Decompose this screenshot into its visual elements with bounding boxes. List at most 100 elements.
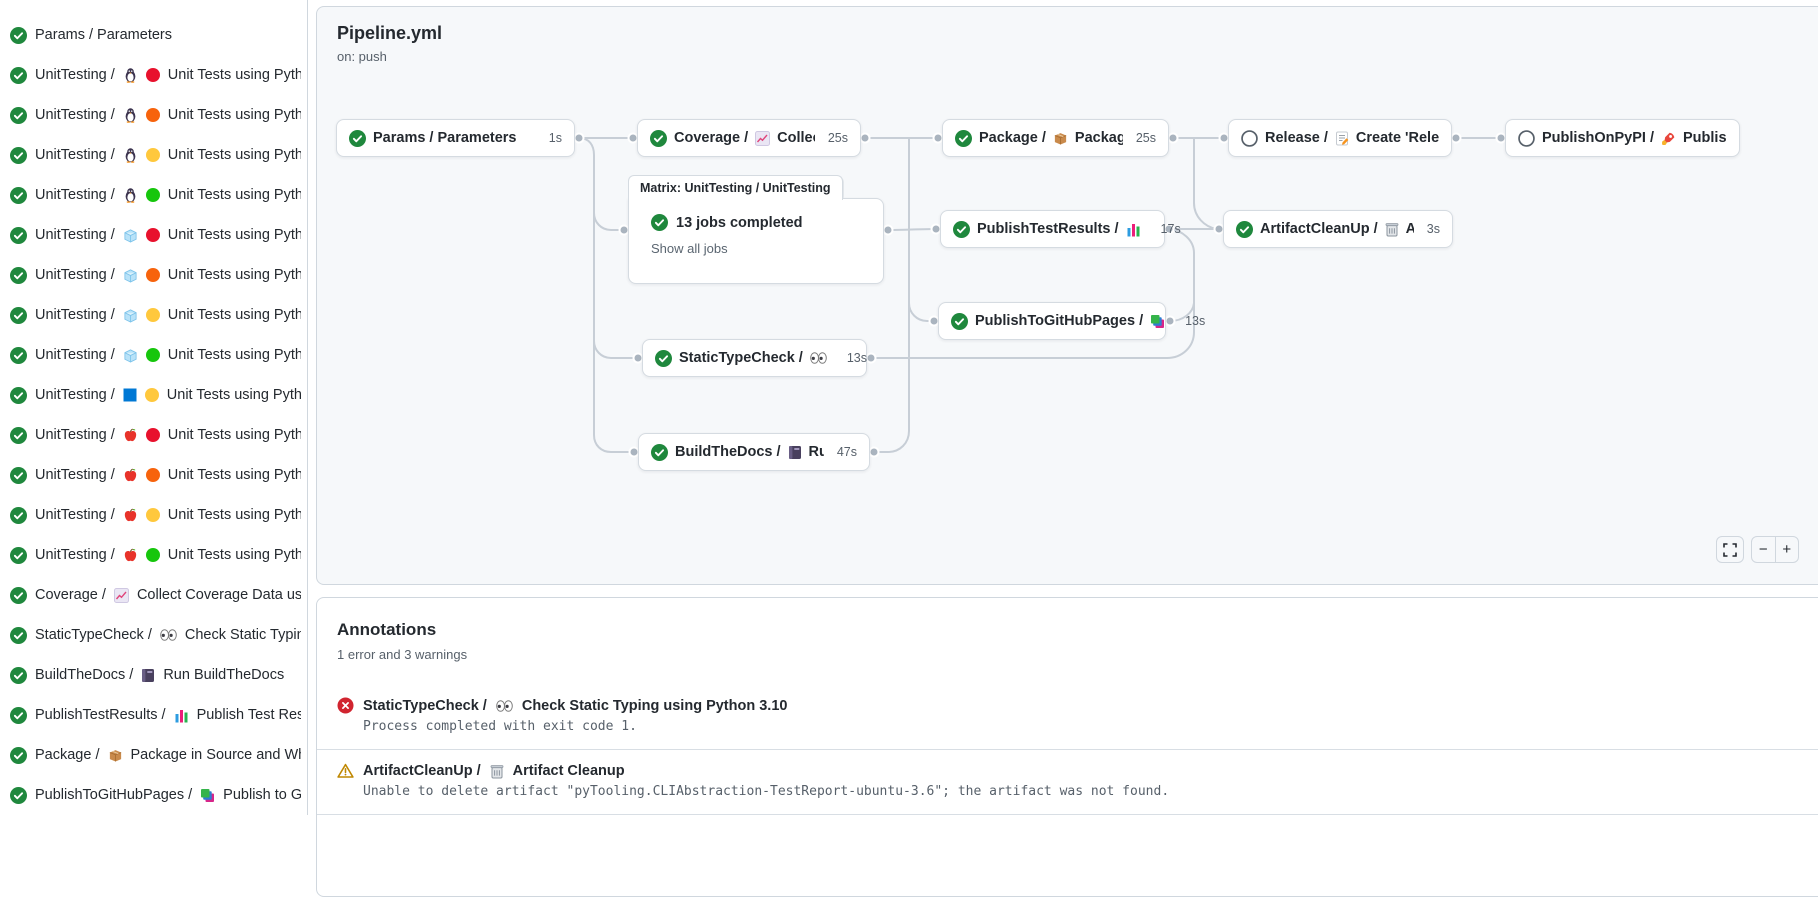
sidebar-job-item[interactable]: UnitTesting /Unit Tests using Pyth... <box>0 215 307 255</box>
job-step-label: Unit Tests using Pyth... <box>168 547 301 563</box>
matrix-group-card[interactable]: 13 jobs completed Show all jobs <box>628 198 884 284</box>
check-circle-icon <box>10 227 27 244</box>
sidebar-job-item[interactable]: UnitTesting /Unit Tests using Pyth... <box>0 135 307 175</box>
graph-node-publish-to-github-pages[interactable]: PublishToGitHubPages /...13s <box>938 302 1166 340</box>
sidebar-job-item[interactable]: UnitTesting / Unit Tests using Pyth... <box>0 415 307 455</box>
package-icon <box>1053 131 1068 146</box>
job-step-label: Run BuildTheDocs <box>163 667 284 683</box>
check-circle-icon <box>349 130 366 147</box>
job-step-label: Unit Tests using Pyth... <box>168 107 301 123</box>
sidebar-job-item[interactable]: PublishTestResults /Publish Test Resu... <box>0 695 307 735</box>
node-job-name: PublishOnPyPI / <box>1542 130 1654 146</box>
ice-cube-icon <box>123 348 138 363</box>
job-name: UnitTesting / <box>35 267 115 283</box>
graph-node-params[interactable]: Params / Parameters1s <box>336 119 575 157</box>
trash-icon <box>490 764 504 779</box>
show-all-jobs-link[interactable]: Show all jobs <box>629 231 883 256</box>
matrix-summary: 13 jobs completed <box>676 215 803 231</box>
ice-cube-icon <box>123 308 138 323</box>
penguin-icon <box>123 67 138 83</box>
check-circle-icon <box>10 427 27 444</box>
annotation-step-label: Artifact Cleanup <box>513 763 625 779</box>
graph-node-publish-test-results[interactable]: PublishTestResults /Pu...17s <box>940 210 1165 248</box>
sidebar-job-item[interactable]: Package /Package in Source and Wh... <box>0 735 307 775</box>
zoom-out-button[interactable]: − <box>1752 537 1776 562</box>
node-step-label: Run Buil... <box>809 444 824 460</box>
graph-node-artifact-cleanup[interactable]: ArtifactCleanUp /Artifac...3s <box>1223 210 1453 248</box>
node-step-label: Create 'Release P... <box>1356 130 1439 146</box>
chart-up-icon <box>755 131 770 146</box>
node-step-label: Package in So... <box>1075 130 1123 146</box>
fullscreen-button[interactable] <box>1716 536 1744 563</box>
circle-orange-icon <box>146 468 160 482</box>
ice-cube-icon <box>123 268 138 283</box>
annotation-job-name: StaticTypeCheck / <box>363 698 487 714</box>
sidebar-job-item[interactable]: UnitTesting /Unit Tests using Pyth... <box>0 255 307 295</box>
node-duration: 13s <box>841 351 867 365</box>
node-duration: 17s <box>1155 222 1181 236</box>
job-step-label: Unit Tests using Pyth... <box>168 67 301 83</box>
sidebar-job-item[interactable]: PublishToGitHubPages /Publish to G... <box>0 775 307 815</box>
notebook-icon <box>141 668 155 683</box>
circle-green-icon <box>146 348 160 362</box>
graph-node-coverage[interactable]: Coverage /Collect Cove...25s <box>637 119 861 157</box>
check-circle-icon <box>10 707 27 724</box>
apple-icon <box>123 467 138 483</box>
node-step-label: Publish to ... <box>1683 130 1727 146</box>
graph-node-release[interactable]: Release /Create 'Release P... <box>1228 119 1452 157</box>
check-circle-icon <box>10 107 27 124</box>
node-duration: 25s <box>822 131 848 145</box>
matrix-group-tab[interactable]: Matrix: UnitTesting / UnitTesting <box>628 175 843 200</box>
eyes-icon <box>496 700 513 712</box>
job-step-label: Unit Tests using Pyth... <box>168 427 301 443</box>
sidebar-job-item[interactable]: Coverage / Collect Coverage Data usi... <box>0 575 307 615</box>
circle-yellow-icon <box>146 508 160 522</box>
node-job-name: StaticTypeCheck / <box>679 350 803 366</box>
job-name: Package / <box>35 747 100 763</box>
notebook-icon <box>788 445 802 460</box>
graph-node-package[interactable]: Package /Package in So...25s <box>942 119 1169 157</box>
job-step-label: Publish to G... <box>223 787 301 803</box>
sidebar-job-item[interactable]: UnitTesting /Unit Tests using Pyth... <box>0 495 307 535</box>
sidebar-job-item[interactable]: Params / Parameters <box>0 15 307 55</box>
sidebar-job-item[interactable]: UnitTesting /Unit Tests using Pyth... <box>0 335 307 375</box>
job-step-label: Unit Tests using Pyth... <box>168 147 301 163</box>
sidebar-job-item[interactable]: UnitTesting /Unit Tests using Pyth... <box>0 455 307 495</box>
check-circle-icon <box>10 147 27 164</box>
check-circle-icon <box>10 547 27 564</box>
sidebar-job-item[interactable]: UnitTesting /Unit Tests using Pyth... <box>0 95 307 135</box>
bar-chart-icon <box>1126 222 1141 237</box>
job-name: UnitTesting / <box>35 547 115 563</box>
chart-up-icon <box>114 588 129 603</box>
node-duration: 3s <box>1421 222 1440 236</box>
sidebar-job-item[interactable]: BuildTheDocs /Run BuildTheDocs <box>0 655 307 695</box>
graph-node-static-type-check[interactable]: StaticTypeCheck /Chec...13s <box>642 339 867 377</box>
sidebar-job-item[interactable]: UnitTesting /Unit Tests using Pyth... <box>0 375 307 415</box>
check-circle-icon <box>651 214 668 231</box>
check-circle-icon <box>10 67 27 84</box>
sidebar-job-item[interactable]: UnitTesting /Unit Tests using Pyth... <box>0 175 307 215</box>
circle-red-icon <box>146 68 160 82</box>
sidebar-job-item[interactable]: UnitTesting /Unit Tests using Pyth... <box>0 55 307 95</box>
memo-icon <box>1335 131 1349 146</box>
graph-node-publish-on-pypi[interactable]: PublishOnPyPI / Publish to ... <box>1505 119 1740 157</box>
job-name: Params / Parameters <box>35 27 172 43</box>
job-step-label: Unit Tests using Pyth... <box>167 387 301 403</box>
job-name: UnitTesting / <box>35 427 115 443</box>
job-step-label: Collect Coverage Data usi... <box>137 587 301 603</box>
sidebar-job-item[interactable]: StaticTypeCheck /Check Static Typing... <box>0 615 307 655</box>
node-job-name: BuildTheDocs / <box>675 444 781 460</box>
job-name: Coverage / <box>35 587 106 603</box>
skipped-circle-icon <box>1518 130 1535 147</box>
job-step-label: Check Static Typing... <box>185 627 301 643</box>
sidebar-job-item[interactable]: UnitTesting /Unit Tests using Pyth... <box>0 295 307 335</box>
annotations-panel: Annotations 1 error and 3 warnings Stati… <box>316 597 1818 897</box>
check-circle-icon <box>10 27 27 44</box>
annotation-row-error: StaticTypeCheck /Check Static Typing usi… <box>317 684 1818 749</box>
sidebar-job-item[interactable]: UnitTesting / Unit Tests using Pyth... <box>0 535 307 575</box>
job-name: UnitTesting / <box>35 227 115 243</box>
graph-node-build-the-docs[interactable]: BuildTheDocs /Run Buil...47s <box>638 433 870 471</box>
zoom-in-button[interactable]: + <box>1776 537 1799 562</box>
job-step-label: Unit Tests using Pyth... <box>168 347 301 363</box>
job-name: UnitTesting / <box>35 507 115 523</box>
